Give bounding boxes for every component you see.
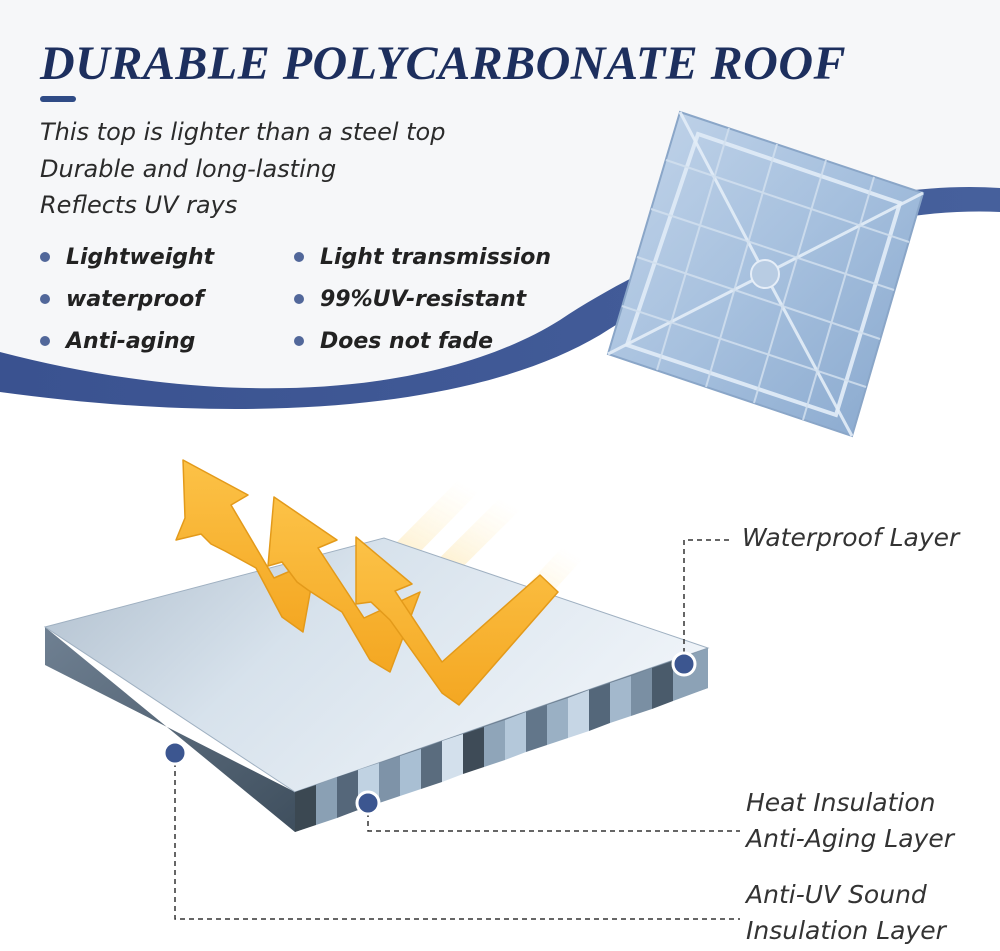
page-title: DURABLE POLYCARBONATE ROOF: [40, 37, 847, 90]
bullet-dot-icon: [294, 336, 304, 346]
feature-label: Anti-aging: [66, 328, 196, 354]
feature-item: Does not fade: [294, 320, 551, 362]
feature-item: 99%UV-resistant: [294, 278, 551, 320]
feature-item: Lightweight: [40, 236, 214, 278]
intro-text: This top is lighter than a steel top Dur…: [40, 114, 445, 224]
intro-line: This top is lighter than a steel top: [40, 118, 446, 146]
bullet-dot-icon: [40, 252, 50, 262]
layer-label-line: Waterproof Layer: [742, 523, 960, 552]
header-background: [0, 0, 1000, 389]
feature-label: Light transmission: [320, 244, 552, 270]
uv-reflection-arrows: [175, 459, 559, 706]
feature-label: Does not fade: [320, 328, 494, 354]
feature-item: waterproof: [40, 278, 214, 320]
reflection-arrow: [175, 459, 317, 633]
bullet-dot-icon: [40, 336, 50, 346]
callout-markers: [162, 651, 697, 816]
waterproof-layer-label: Waterproof Layer: [742, 520, 959, 556]
layer-label-line: Insulation Layer: [746, 916, 946, 945]
bullet-dot-icon: [294, 294, 304, 304]
feature-list-right: Light transmission 99%UV-resistant Does …: [294, 236, 551, 362]
intro-line: Durable and long-lasting: [40, 154, 337, 183]
sheet-cells: [295, 648, 708, 832]
intro-line: Reflects UV rays: [40, 191, 238, 219]
feature-label: 99%UV-resistant: [320, 286, 527, 312]
bullet-dot-icon: [294, 252, 304, 262]
layer-label-line: Anti-Aging Layer: [746, 824, 954, 853]
feature-item: Anti-aging: [40, 320, 214, 362]
heat-insulation-layer-label: Heat Insulation Anti-Aging Layer: [746, 785, 954, 857]
layer-label-line: Anti-UV Sound: [746, 880, 927, 909]
feature-item: Light transmission: [294, 236, 551, 278]
feature-label: Lightweight: [66, 244, 215, 270]
reflection-arrow: [355, 536, 559, 706]
anti-uv-layer-label: Anti-UV Sound Insulation Layer: [746, 877, 946, 949]
roof-panel-image: [606, 110, 925, 438]
bullet-dot-icon: [40, 294, 50, 304]
title-underline: [40, 96, 76, 102]
feature-list-left: Lightweight waterproof Anti-aging: [40, 236, 214, 362]
layer-label-line: Heat Insulation: [746, 788, 936, 817]
reflection-arrow: [267, 496, 421, 673]
feature-label: waterproof: [66, 286, 204, 312]
